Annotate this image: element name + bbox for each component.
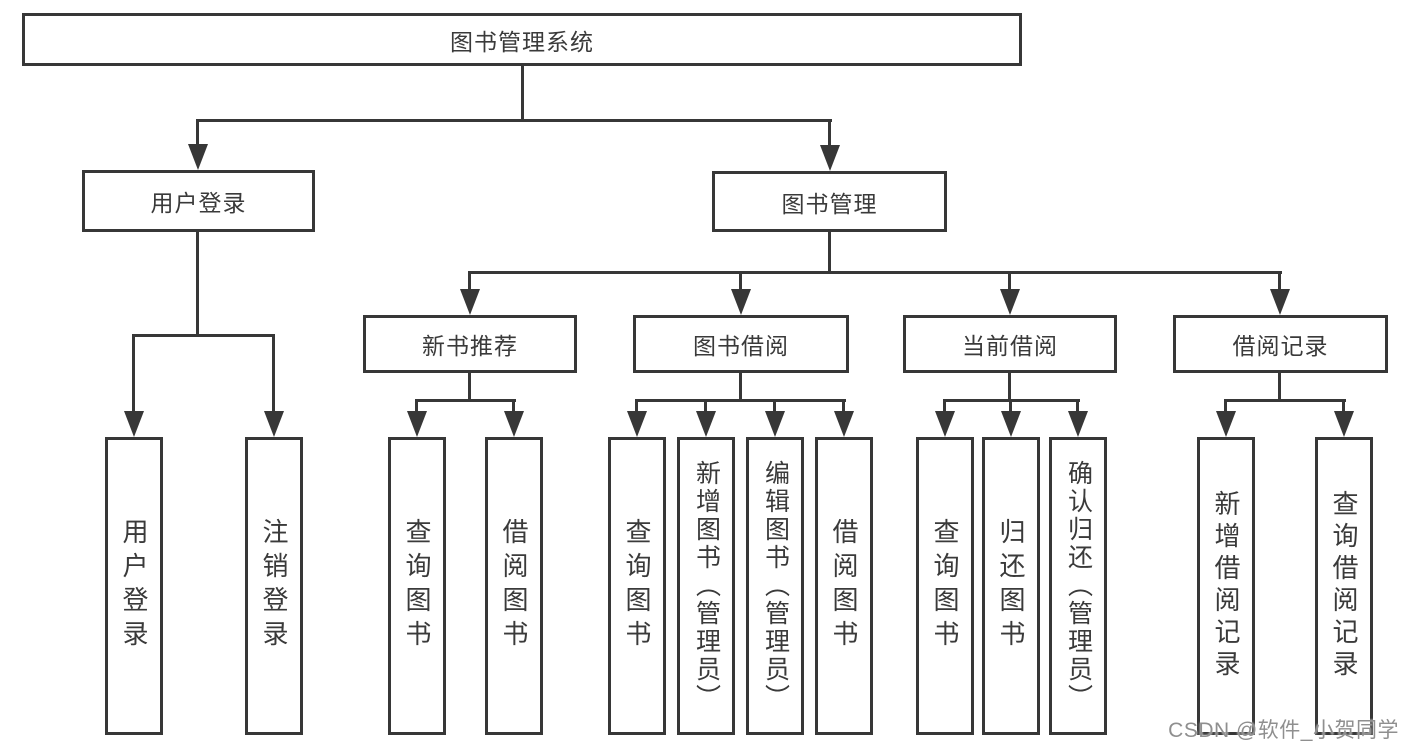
node-leaf-query-borrow-record: 查询借阅记录	[1315, 437, 1373, 735]
connector-line	[1009, 399, 1012, 415]
connector-line	[468, 271, 1282, 274]
connector-line	[773, 399, 776, 415]
arrow-down-icon	[1001, 411, 1021, 437]
connector-line	[1342, 399, 1345, 415]
connector-line	[1278, 271, 1281, 293]
node-current-borrow: 当前借阅	[903, 315, 1117, 373]
arrow-down-icon	[627, 411, 647, 437]
node-leaf-add-borrow-record: 新增借阅记录	[1197, 437, 1255, 735]
node-leaf-user-login: 用户登录	[105, 437, 163, 735]
node-leaf-logout-label: 注销登录	[259, 518, 289, 654]
connector-line	[1008, 373, 1011, 401]
connector-line	[132, 334, 275, 337]
node-book-mgmt: 图书管理	[712, 171, 947, 232]
node-user-login: 用户登录	[82, 170, 315, 232]
node-leaf-add-books-admin: 新增图书（管理员）	[677, 437, 735, 735]
node-leaf-add-borrow-record-label: 新增借阅记录	[1211, 490, 1241, 682]
arrow-down-icon	[1068, 411, 1088, 437]
node-leaf-confirm-return-admin-label: 确认归还（管理员）	[1064, 460, 1093, 712]
node-new-book-rec-label: 新书推荐	[422, 333, 518, 359]
connector-line	[828, 232, 831, 274]
connector-line	[739, 373, 742, 401]
arrow-down-icon	[935, 411, 955, 437]
connector-line	[415, 399, 418, 415]
node-leaf-return-books-label: 归还图书	[996, 518, 1026, 654]
connector-line	[468, 271, 471, 293]
connector-line	[132, 334, 135, 414]
node-leaf-query-books-rec: 查询图书	[388, 437, 446, 735]
node-leaf-query-books-current-label: 查询图书	[930, 518, 960, 654]
node-leaf-query-books-borrow: 查询图书	[608, 437, 666, 735]
arrow-down-icon	[1334, 411, 1354, 437]
arrow-down-icon	[834, 411, 854, 437]
connector-line	[196, 119, 832, 122]
connector-line	[1008, 271, 1011, 293]
node-leaf-borrow-books-borrow-label: 借阅图书	[829, 518, 859, 654]
connector-line	[468, 373, 471, 401]
arrow-down-icon	[504, 411, 524, 437]
arrow-down-icon	[124, 411, 144, 437]
node-leaf-return-books: 归还图书	[982, 437, 1040, 735]
node-leaf-edit-books-admin-label: 编辑图书（管理员）	[761, 460, 790, 712]
connector-line	[1224, 399, 1227, 415]
csdn-watermark: CSDN @软件_小贺同学	[1168, 719, 1399, 742]
node-leaf-user-login-label: 用户登录	[119, 518, 149, 654]
node-leaf-borrow-books-borrow: 借阅图书	[815, 437, 873, 735]
arrow-down-icon	[188, 144, 208, 170]
node-borrow-records-label: 借阅记录	[1232, 333, 1329, 359]
node-leaf-query-books-current: 查询图书	[916, 437, 974, 735]
connector-line	[635, 399, 638, 415]
connector-line	[828, 119, 831, 148]
node-leaf-query-books-rec-label: 查询图书	[402, 518, 432, 654]
arrow-down-icon	[731, 289, 751, 315]
node-root: 图书管理系统	[22, 13, 1022, 66]
connector-line	[512, 399, 515, 415]
node-root-label: 图书管理系统	[450, 28, 594, 55]
arrow-down-icon	[765, 411, 785, 437]
connector-line	[415, 399, 516, 402]
arrow-down-icon	[820, 145, 840, 171]
node-leaf-borrow-books-rec-label: 借阅图书	[499, 518, 529, 654]
connector-line	[196, 119, 199, 148]
node-user-login-label: 用户登录	[150, 190, 247, 216]
node-new-book-rec: 新书推荐	[363, 315, 577, 373]
connector-line	[1224, 399, 1346, 402]
node-book-borrow: 图书借阅	[633, 315, 849, 373]
node-leaf-confirm-return-admin: 确认归还（管理员）	[1049, 437, 1107, 735]
connector-line	[842, 399, 845, 415]
node-leaf-borrow-books-rec: 借阅图书	[485, 437, 543, 735]
connector-line	[521, 64, 524, 121]
node-book-mgmt-label: 图书管理	[781, 190, 878, 217]
arrow-down-icon	[1000, 289, 1020, 315]
node-leaf-edit-books-admin: 编辑图书（管理员）	[746, 437, 804, 735]
node-leaf-query-borrow-record-label: 查询借阅记录	[1329, 490, 1359, 682]
arrow-down-icon	[460, 289, 480, 315]
node-leaf-query-books-borrow-label: 查询图书	[622, 518, 652, 654]
connector-line	[1278, 373, 1281, 401]
connector-line	[196, 232, 199, 336]
connector-line	[272, 334, 275, 414]
connector-line	[635, 399, 846, 402]
arrow-down-icon	[696, 411, 716, 437]
node-book-borrow-label: 图书借阅	[693, 333, 789, 359]
arrow-down-icon	[1216, 411, 1236, 437]
arrow-down-icon	[1270, 289, 1290, 315]
node-leaf-add-books-admin-label: 新增图书（管理员）	[692, 460, 721, 712]
connector-line	[943, 399, 946, 415]
node-borrow-records: 借阅记录	[1173, 315, 1388, 373]
node-current-borrow-label: 当前借阅	[962, 333, 1058, 359]
connector-line	[1076, 399, 1079, 415]
arrow-down-icon	[407, 411, 427, 437]
node-leaf-logout: 注销登录	[245, 437, 303, 735]
connector-line	[739, 271, 742, 293]
arrow-down-icon	[264, 411, 284, 437]
connector-line	[704, 399, 707, 415]
